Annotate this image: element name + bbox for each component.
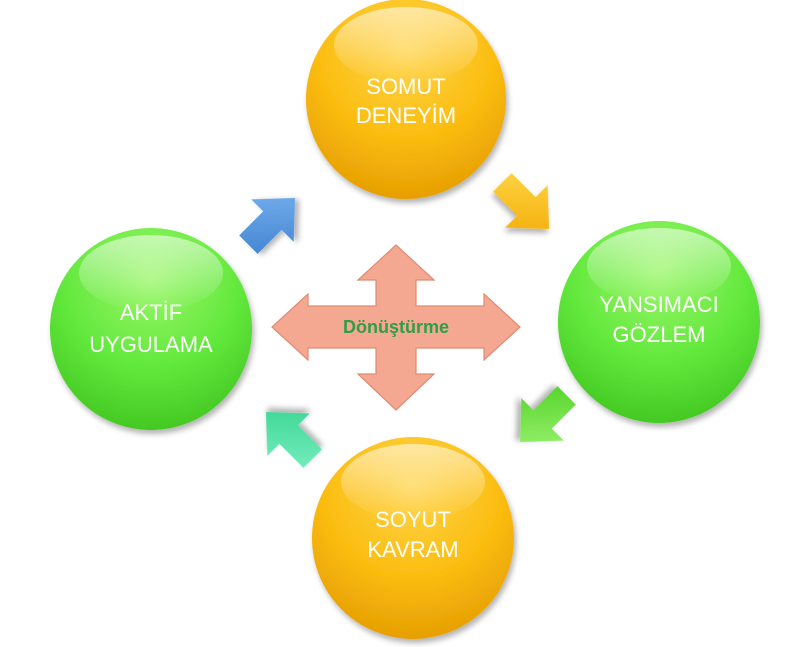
node-soyut-kavram-line2: KAVRAM bbox=[367, 537, 458, 562]
node-soyut-kavram: SOYUT KAVRAM bbox=[312, 437, 514, 639]
center-four-way-arrow: Dönüştürme bbox=[271, 244, 521, 411]
four-way-arrow-icon bbox=[271, 244, 521, 411]
node-somut-deneyim-line2: DENEYİM bbox=[356, 103, 456, 128]
node-yansimaci-gozlem-line2: GÖZLEM bbox=[613, 322, 706, 347]
arrow-right-to-bottom-icon bbox=[498, 374, 588, 464]
node-somut-deneyim-line1: SOMUT bbox=[366, 74, 445, 99]
arrow-bottom-to-left-icon bbox=[244, 390, 334, 480]
node-yansimaci-gozlem: YANSIMACI GÖZLEM bbox=[558, 221, 760, 423]
node-aktif-uygulama: AKTİF UYGULAMA bbox=[50, 228, 252, 430]
node-soyut-kavram-line1: SOYUT bbox=[375, 507, 451, 532]
arrow-left-to-top-icon bbox=[227, 176, 317, 266]
node-yansimaci-gozlem-line1: YANSIMACI bbox=[599, 292, 718, 317]
arrow-top-to-right-icon bbox=[481, 161, 571, 251]
node-somut-deneyim: SOMUT DENEYİM bbox=[306, 0, 506, 199]
node-aktif-uygulama-line1: AKTİF bbox=[120, 300, 182, 325]
node-aktif-uygulama-line2: UYGULAMA bbox=[89, 332, 213, 357]
center-label: Dönüştürme bbox=[343, 317, 449, 337]
